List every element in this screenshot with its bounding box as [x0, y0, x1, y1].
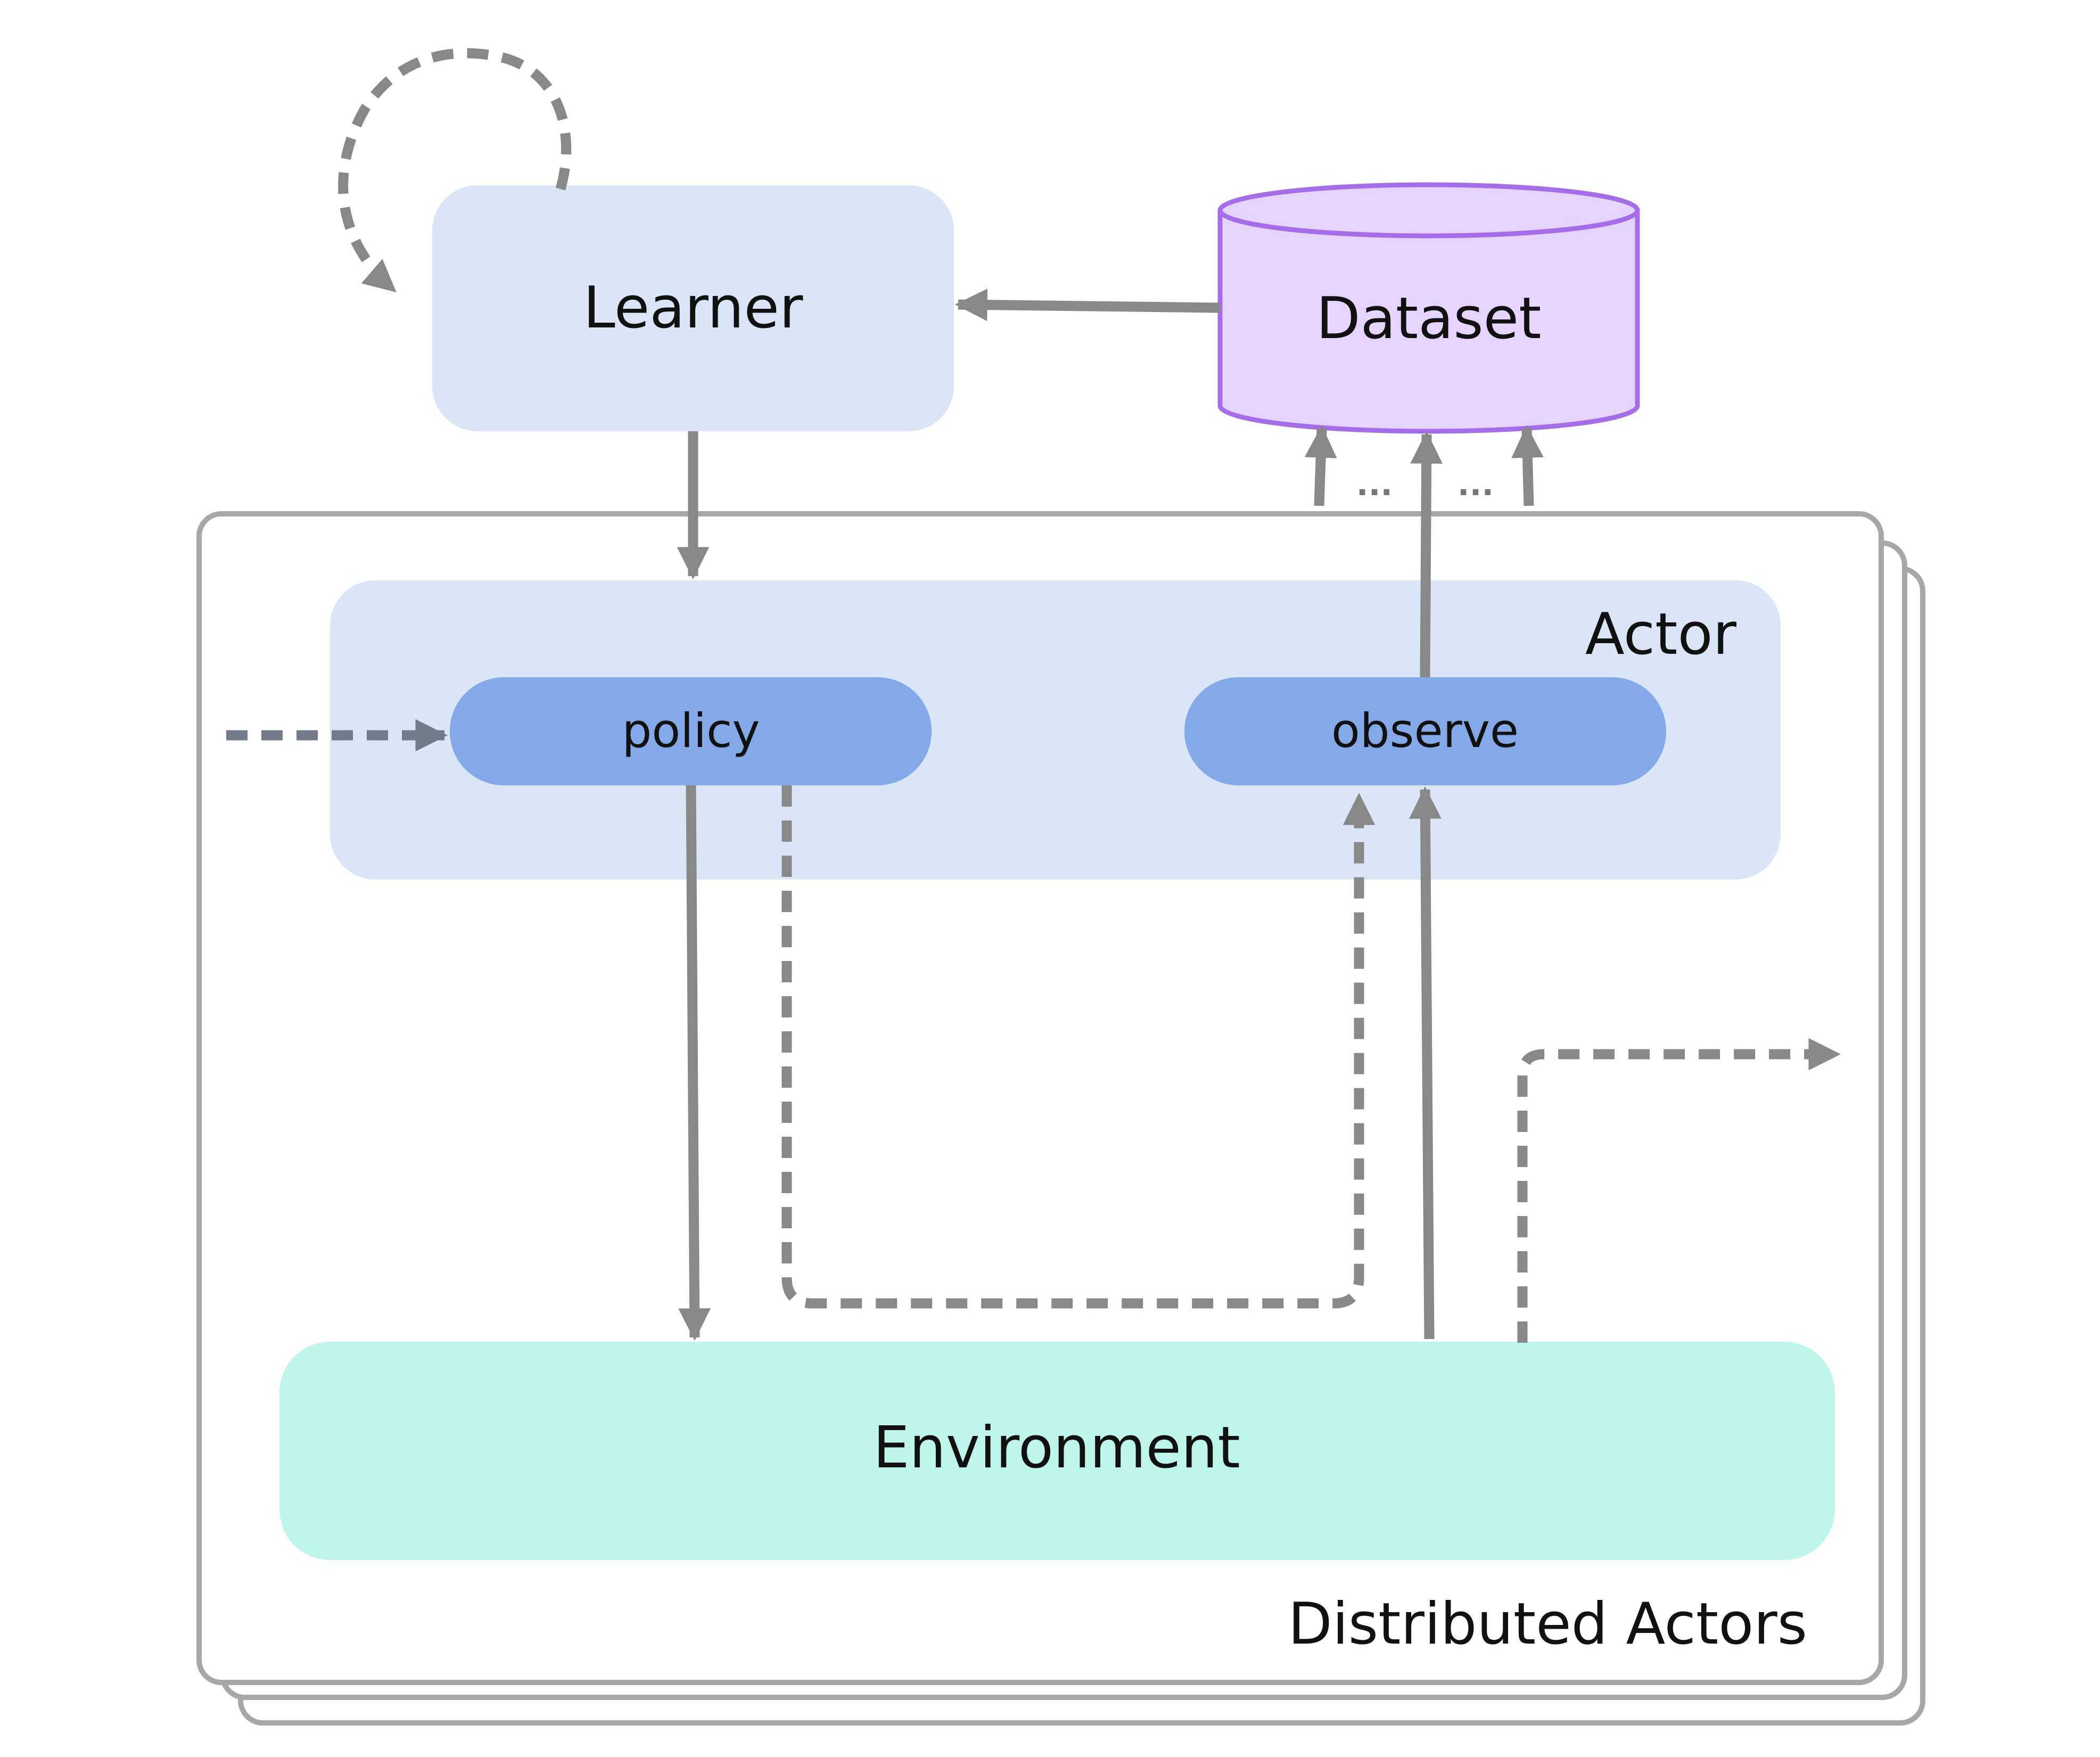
policy-pill: [450, 677, 932, 785]
environment-box: [279, 1342, 1835, 1560]
arrow-other-actor-to-dataset-left: [1304, 425, 1337, 506]
environment-label: Environment: [873, 1415, 1240, 1481]
ellipsis-left: ...: [1356, 466, 1393, 503]
distributed-actors-label: Distributed Actors: [1288, 1591, 1807, 1657]
arrow-other-actor-to-dataset-right: [1511, 425, 1544, 506]
dataset-label: Dataset: [1316, 285, 1542, 352]
dataset-cylinder: [1217, 182, 1640, 434]
dashed-environment-out: [1517, 1038, 1841, 1343]
observe-pill: [1184, 677, 1666, 785]
learner-box: [432, 185, 954, 431]
actor-label: Actor: [1585, 601, 1737, 668]
ellipsis-right: ...: [1457, 466, 1494, 503]
policy-label: policy: [622, 703, 760, 758]
learner-label: Learner: [583, 275, 803, 341]
arrow-observe-to-dataset: [1410, 431, 1443, 678]
arrow-dataset-to-learner: [954, 289, 1221, 322]
dashed-policy-to-observe: [781, 785, 1376, 1309]
dashed-loop-learner-self: [338, 48, 572, 294]
arrow-environment-to-observe: [1409, 786, 1442, 1340]
arrow-policy-to-environment: [678, 785, 711, 1341]
observe-label: observe: [1331, 703, 1519, 758]
